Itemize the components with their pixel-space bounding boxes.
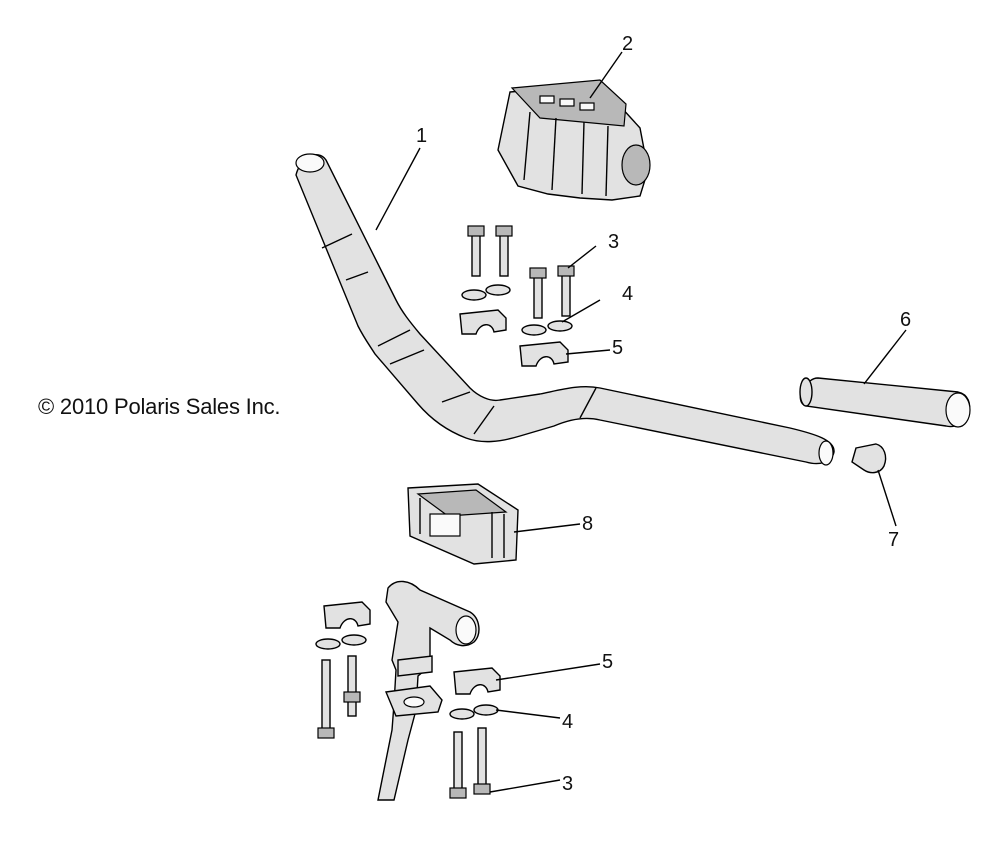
callout-3-lower-bolt: 3: [562, 773, 574, 795]
callout-8-riser-block: 8: [582, 513, 594, 535]
upper-clamps: [459, 309, 569, 367]
riser-block: [407, 483, 519, 565]
handlebar-pad: [497, 79, 651, 201]
grip: [799, 377, 971, 428]
callout-7-end-plug: 7: [888, 529, 900, 551]
lower-bolts: [317, 655, 491, 799]
callout-4-lower-washer: 4: [562, 711, 574, 733]
callout-5-lower-clamp: 5: [602, 651, 614, 673]
callout-4-upper-washer: 4: [622, 283, 634, 305]
handlebar: [295, 153, 835, 466]
upper-washers: [461, 284, 573, 336]
steering-post: [377, 580, 480, 801]
callout-6-grip: 6: [900, 309, 912, 331]
end-plug: [851, 443, 887, 474]
copyright-notice: © 2010 Polaris Sales Inc.: [38, 394, 281, 419]
leader-lines: [375, 51, 907, 793]
callout-2-pad: 2: [622, 33, 634, 55]
lower-clamps: [323, 601, 501, 695]
upper-bolts: [467, 225, 575, 319]
callout-3-upper-bolt: 3: [608, 231, 620, 253]
callout-1-handlebar: 1: [416, 125, 428, 147]
callout-5-upper-clamp: 5: [612, 337, 624, 359]
